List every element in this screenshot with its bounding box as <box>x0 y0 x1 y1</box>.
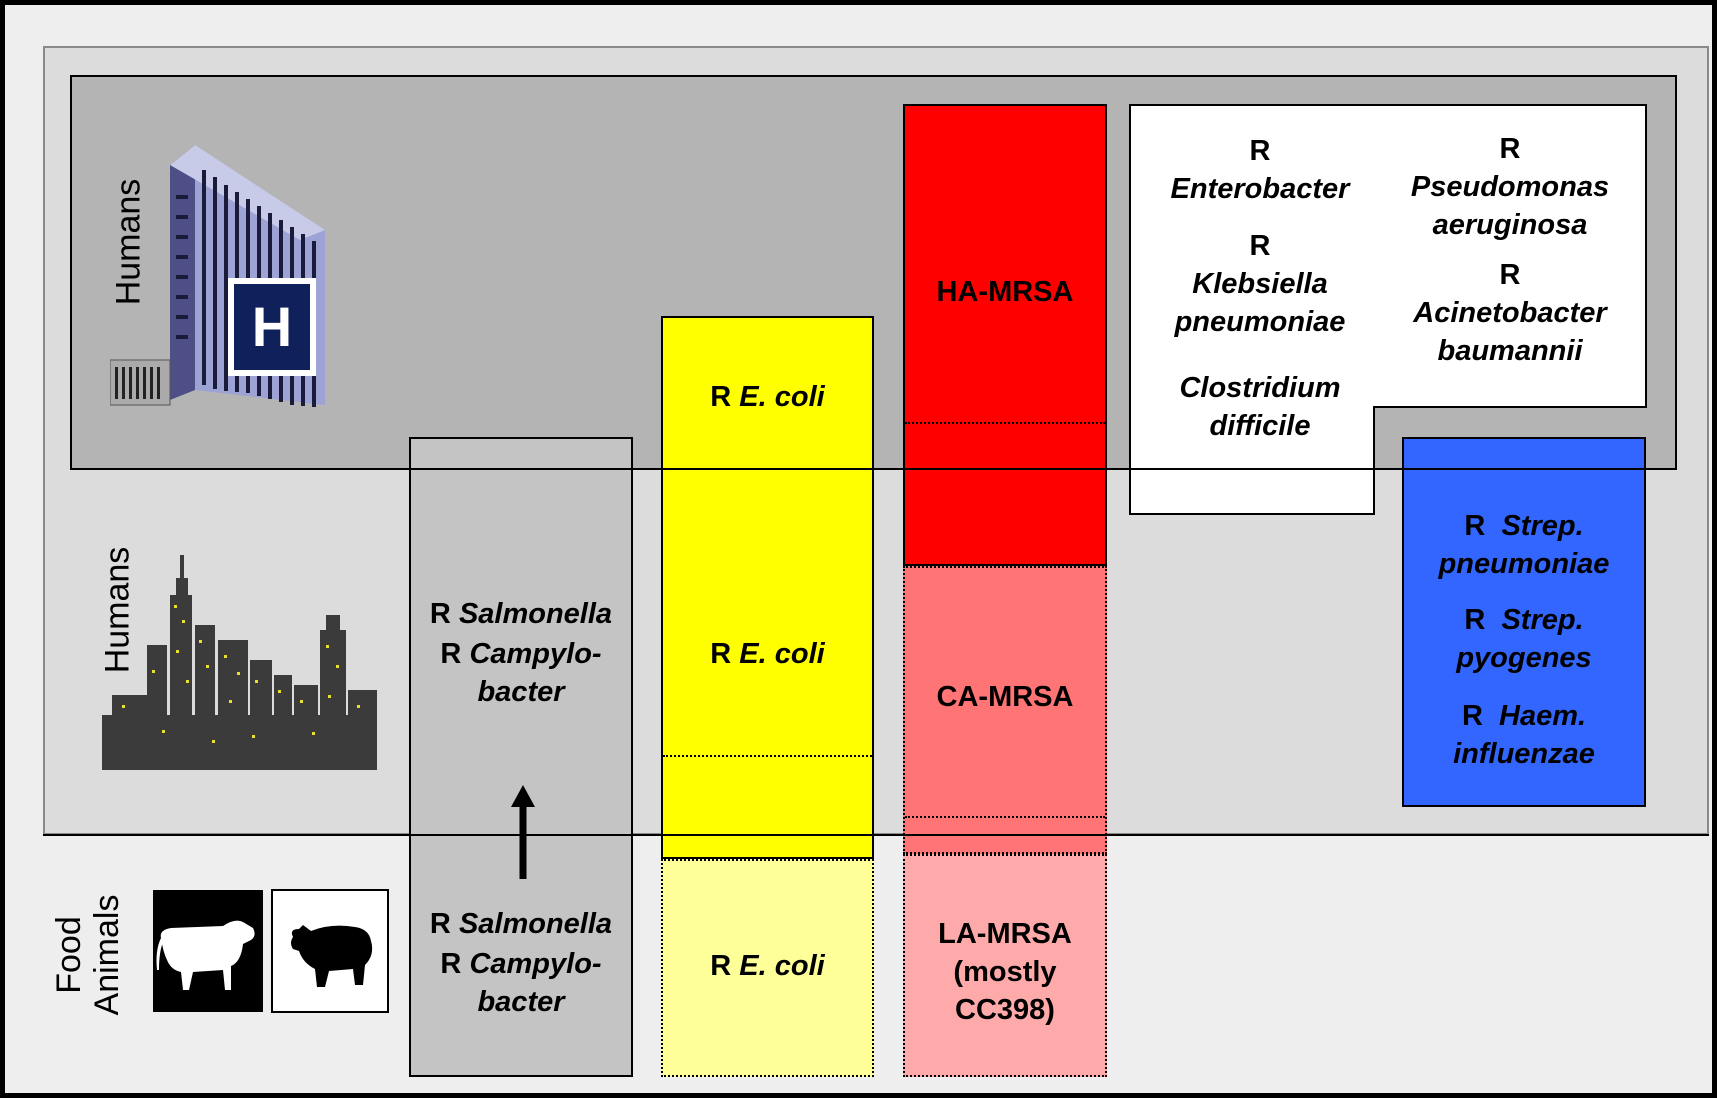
cow-icon <box>153 890 263 1012</box>
hospital-sign-letter: H <box>252 295 292 358</box>
community-pathogens-box <box>1402 437 1646 807</box>
food-salmonella-entry: R Salmonella <box>429 908 613 940</box>
pig-icon <box>271 889 389 1013</box>
food-salmonella-group: R Salmonella R Campylo-bacter <box>409 905 633 1021</box>
haem-influenzae-entry: R Haem. influenzae <box>1453 700 1595 770</box>
city-skyline-icon <box>102 555 377 770</box>
strep-pneumoniae-entry: R Strep. pneumoniae <box>1438 510 1610 580</box>
strep-pyogenes-entry: R Strep. pyogenes <box>1456 604 1592 674</box>
ca-mrsa-overlap-line <box>905 816 1105 818</box>
food-label-line2: Animals <box>88 894 126 1016</box>
clostridium-entry: Clostridium difficile <box>1179 372 1341 442</box>
ecoli-overlap-line <box>663 755 872 757</box>
hospital-boundary-line <box>70 468 1677 470</box>
ha-mrsa-label: HA-MRSA <box>936 276 1074 308</box>
community-salmonella-entry: R Salmonella <box>429 598 613 630</box>
arrow-up-icon <box>511 785 535 879</box>
ca-mrsa-box <box>903 566 1107 854</box>
food-label-line1: Food <box>50 916 88 994</box>
community-boundary-line <box>43 834 1709 836</box>
ecoli-hospital-entry: R E. coli <box>710 381 825 413</box>
hospital-building-icon: H <box>110 145 325 407</box>
ha-mrsa-box <box>903 104 1107 566</box>
la-mrsa-box <box>903 854 1107 1077</box>
enterobacter-entry: R Enterobacter <box>1170 135 1350 205</box>
hospital-pathogens-box <box>1129 104 1647 515</box>
ecoli-food-entry: R E. coli <box>710 950 825 982</box>
salmonella-campylobacter-column <box>409 437 633 1077</box>
ecoli-hospital-community-box <box>661 316 874 859</box>
ecoli-community-entry: R E. coli <box>710 638 825 670</box>
ecoli-food-animals-box <box>661 859 874 1077</box>
klebsiella-entry: R Klebsiella pneumoniae <box>1174 230 1346 338</box>
acinetobacter-entry: R Acinetobacter baumannii <box>1413 259 1607 367</box>
community-salmonella-group: R Salmonella R Campylo-bacter <box>409 595 633 711</box>
ha-mrsa-overlap-line <box>905 422 1105 424</box>
food-campylobacter-entry: R Campylo-bacter <box>440 948 602 1018</box>
ca-mrsa-label: CA-MRSA <box>936 681 1074 713</box>
community-campylobacter-entry: R Campylo-bacter <box>440 638 602 708</box>
pseudomonas-entry: R Pseudomonas aeruginosa <box>1410 133 1610 241</box>
la-mrsa-label: LA-MRSA (mostly CC398) <box>938 918 1072 1026</box>
food-animals-level-label: Food Animals <box>50 895 126 1016</box>
